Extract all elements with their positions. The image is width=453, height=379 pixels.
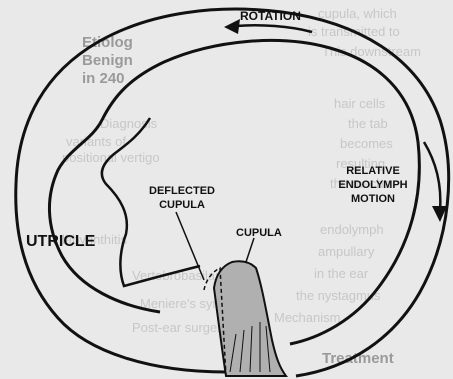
endolymph-arrow	[424, 142, 440, 212]
endolymph-label: ENDOLYMPH	[332, 180, 414, 192]
cupula-label: CUPULA	[236, 228, 282, 240]
deflected-cupula-label: CUPULA	[142, 200, 222, 212]
rotation-arrow	[236, 25, 312, 32]
deflected-label: DEFLECTED	[142, 186, 222, 198]
utricle-label: UTRICLE	[26, 234, 95, 251]
relative-label: RELATIVE	[338, 166, 408, 178]
rotation-arrowhead	[224, 19, 240, 34]
rotation-label: ROTATION	[240, 10, 301, 23]
cupula-leader	[246, 238, 254, 262]
motion-label: MOTION	[342, 194, 404, 206]
